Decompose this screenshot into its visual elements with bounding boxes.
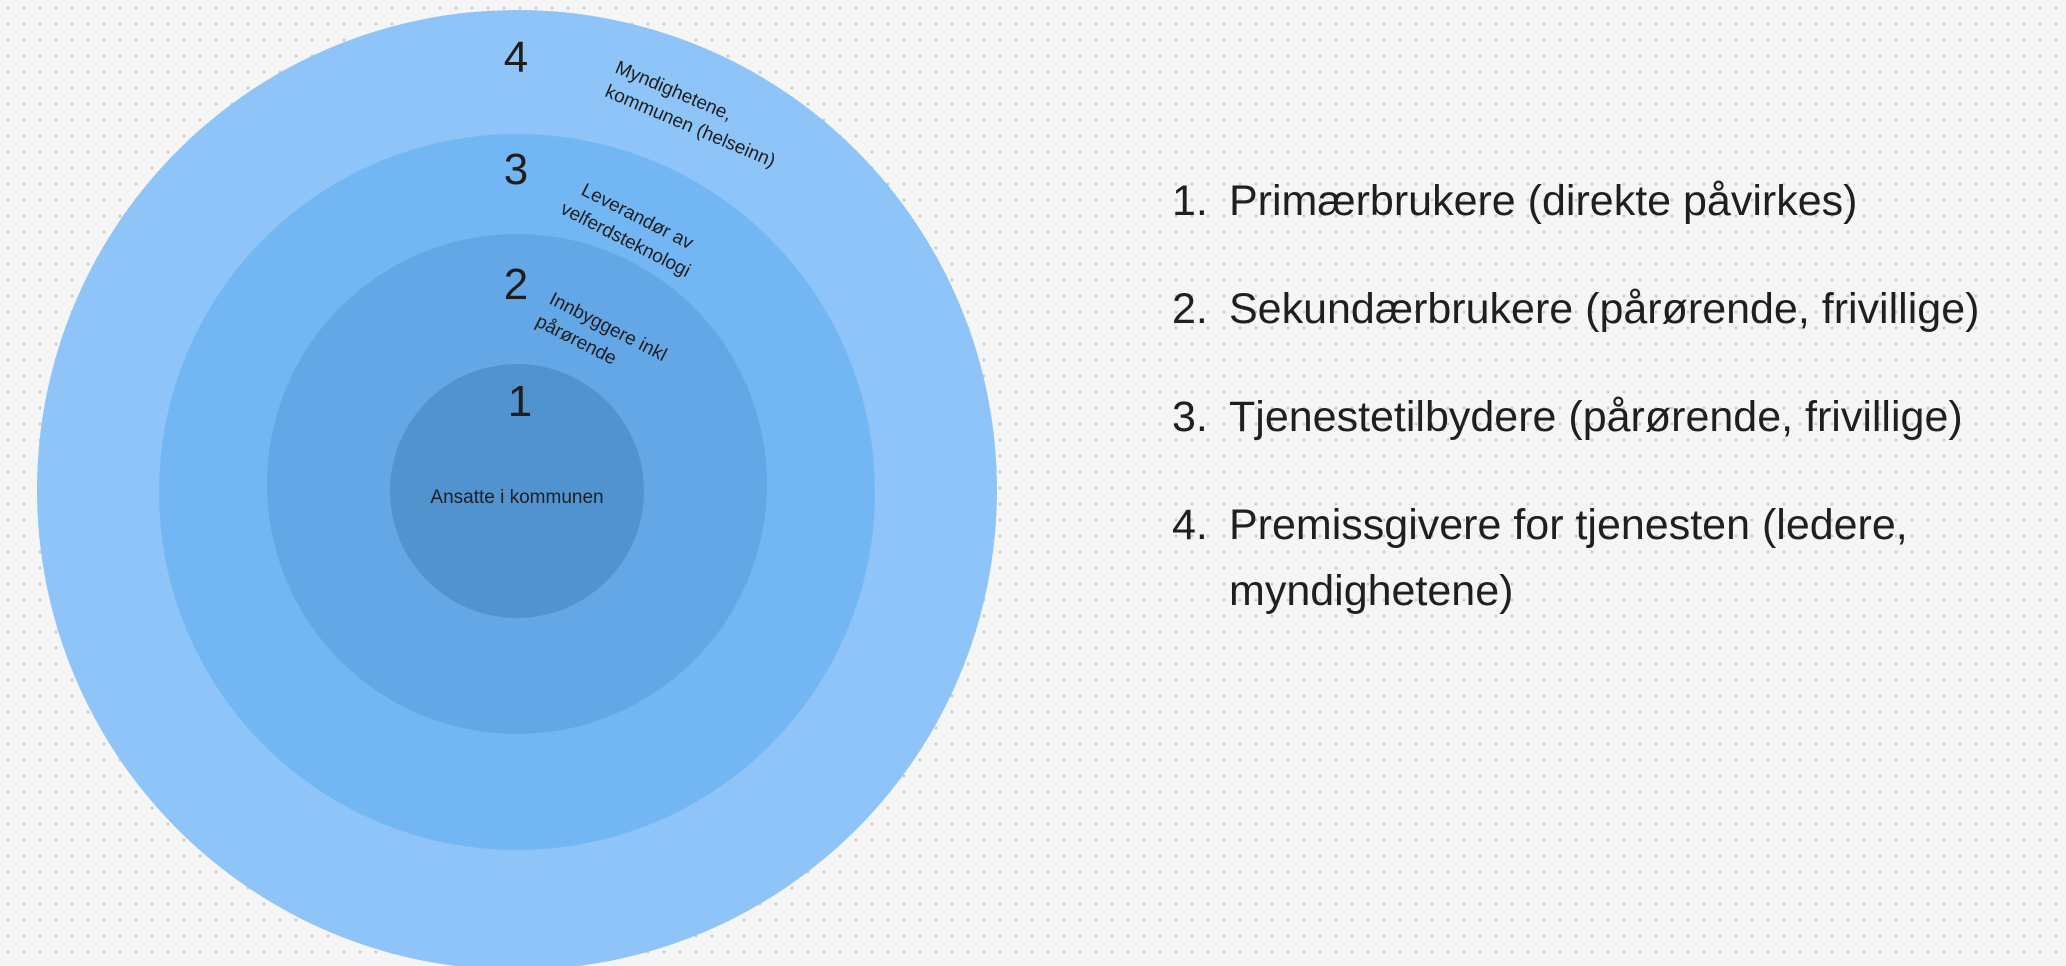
ring-2-number: 2: [504, 260, 528, 309]
ring-1-number: 1: [508, 377, 532, 426]
legend-item-text: Primærbrukere (direkte påvirkes): [1229, 177, 1858, 225]
legend-item-text: Tjenestetilbydere (pårørende, frivillige…: [1229, 393, 1963, 441]
stakeholder-legend: 1. Primærbrukere (direkte påvirkes) 2. S…: [1172, 168, 2052, 666]
legend-item-1: 1. Primærbrukere (direkte påvirkes): [1172, 168, 2052, 234]
ring-3-number: 3: [504, 145, 528, 194]
legend-item-3: 3. Tjenestetilbydere (pårørende, frivill…: [1172, 384, 2052, 450]
stakeholder-circle-diagram: 4 3 2 1 Myndighetene, kommunen (helseinn…: [37, 10, 997, 966]
legend-item-number: 2.: [1172, 285, 1208, 333]
legend-item-number: 3.: [1172, 393, 1208, 441]
legend-item-2: 2. Sekundærbrukere (pårørende, frivillig…: [1172, 276, 2052, 342]
legend-item-4: 4. Premissgivere for tjenesten (ledere, …: [1172, 492, 2052, 624]
legend-item-text: Sekundærbrukere (pårørende, frivillige): [1229, 285, 1980, 333]
legend-item-number: 4.: [1172, 501, 1208, 549]
ring-1-label: Ansatte i kommunen: [430, 487, 603, 508]
ring-1-circle: [390, 364, 644, 618]
legend-item-text: Premissgivere for tjenesten (ledere, myn…: [1229, 501, 1908, 615]
ring-4-number: 4: [504, 33, 528, 82]
legend-item-number: 1.: [1172, 177, 1208, 225]
